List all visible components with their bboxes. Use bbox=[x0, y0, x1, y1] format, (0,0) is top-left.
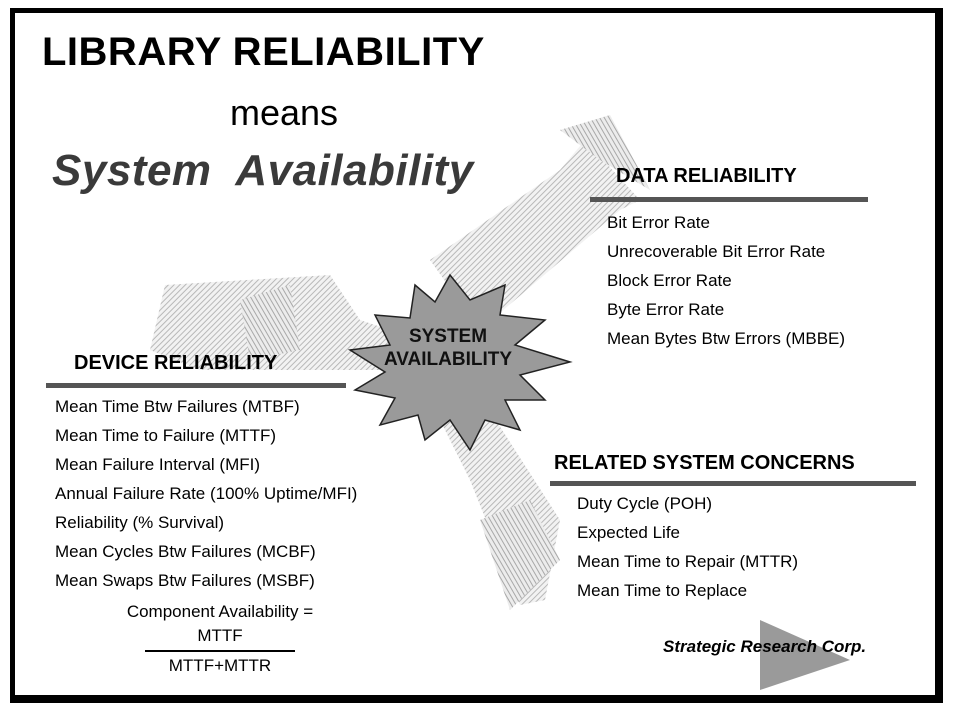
slide-frame bbox=[10, 8, 943, 703]
formula-denominator: MTTF+MTTR bbox=[168, 656, 272, 675]
list-item: Mean Time to Failure (MTTF) bbox=[55, 426, 277, 445]
center-label: SYSTEM AVAILABILITY bbox=[368, 325, 528, 371]
formula-label: Component Availability = bbox=[126, 602, 314, 621]
list-item: Mean Cycles Btw Failures (MCBF) bbox=[55, 542, 316, 561]
list-item: Mean Swaps Btw Failures (MSBF) bbox=[55, 571, 315, 590]
list-item: Mean Time to Repair (MTTR) bbox=[577, 552, 799, 571]
list-item: Mean Bytes Btw Errors (MBBE) bbox=[607, 329, 846, 348]
list-item: Duty Cycle (POH) bbox=[577, 494, 713, 513]
brand-triangle bbox=[760, 620, 850, 690]
availability-formula: Component Availability = MTTF MTTF+MTTR bbox=[100, 602, 340, 676]
slide-title: LIBRARY RELIABILITY bbox=[42, 30, 485, 74]
related-concerns-rule bbox=[550, 481, 916, 486]
device-reliability-rule bbox=[46, 383, 346, 388]
arrow-upper-right bbox=[430, 115, 650, 330]
data-reliability-list: Bit Error Rate Unrecoverable Bit Error R… bbox=[607, 208, 845, 353]
formula-numerator: MTTF bbox=[197, 626, 243, 645]
center-label-line2: AVAILABILITY bbox=[383, 349, 513, 370]
list-item: Bit Error Rate bbox=[607, 213, 710, 232]
list-item: Annual Failure Rate (100% Uptime/MFI) bbox=[55, 484, 358, 503]
starburst bbox=[347, 273, 573, 452]
brand-name: Strategic Research Corp. bbox=[663, 637, 867, 656]
device-reliability-heading: DEVICE RELIABILITY bbox=[74, 352, 278, 374]
list-item: Mean Failure Interval (MFI) bbox=[55, 455, 260, 474]
list-item: Mean Time Btw Failures (MTBF) bbox=[55, 397, 300, 416]
arrow-left bbox=[150, 275, 420, 370]
list-item: Mean Time to Replace bbox=[577, 581, 748, 600]
list-item: Byte Error Rate bbox=[607, 300, 725, 319]
data-reliability-heading: DATA RELIABILITY bbox=[616, 165, 797, 187]
list-item: Block Error Rate bbox=[607, 271, 732, 290]
data-reliability-rule bbox=[590, 197, 868, 202]
related-concerns-list: Duty Cycle (POH) Expected Life Mean Time… bbox=[577, 489, 798, 605]
device-reliability-list: Mean Time Btw Failures (MTBF) Mean Time … bbox=[55, 392, 357, 595]
list-item: Unrecoverable Bit Error Rate bbox=[607, 242, 826, 261]
slide-subtitle-system-availability: System Availability bbox=[52, 146, 474, 195]
center-label-line1: SYSTEM bbox=[408, 326, 488, 347]
slide-subtitle-means: means bbox=[230, 92, 339, 133]
formula-fraction-bar bbox=[145, 650, 295, 652]
related-concerns-heading: RELATED SYSTEM CONCERNS bbox=[554, 452, 855, 474]
list-item: Expected Life bbox=[577, 523, 681, 542]
list-item: Reliability (% Survival) bbox=[55, 513, 225, 532]
